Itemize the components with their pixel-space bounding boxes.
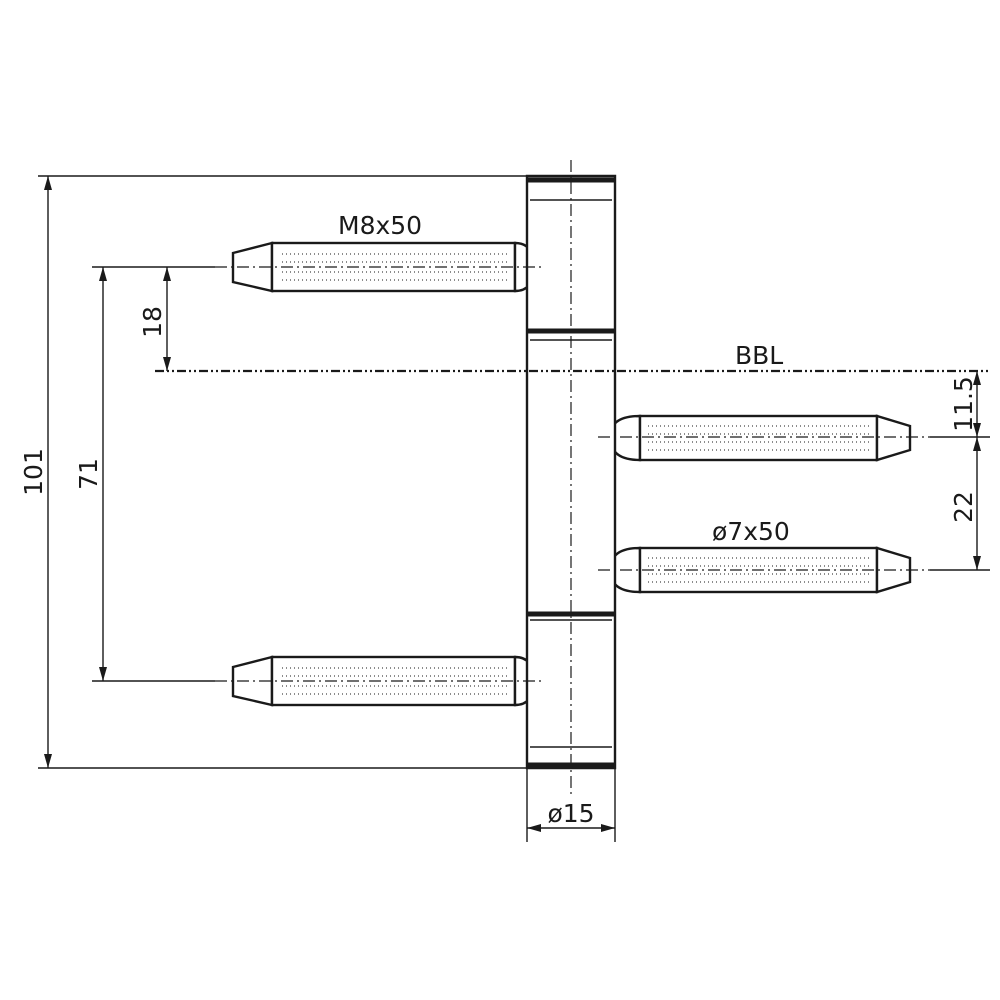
svg-text:11.5: 11.5 bbox=[949, 376, 978, 432]
dimension-bbl-to-upper-pin: 11.5 bbox=[949, 371, 981, 437]
svg-text:ø15: ø15 bbox=[547, 799, 594, 828]
svg-text:101: 101 bbox=[19, 448, 48, 496]
upper-dowel-pin bbox=[608, 414, 912, 462]
svg-text:71: 71 bbox=[74, 458, 103, 490]
dowel-pin-label: ø7x50 bbox=[712, 517, 790, 546]
svg-text:22: 22 bbox=[949, 491, 978, 523]
dimension-top-pin-to-bbl: 18 bbox=[138, 267, 171, 371]
dimension-barrel-diameter: ø15 bbox=[527, 799, 615, 832]
screw-pin-label: M8x50 bbox=[338, 211, 422, 240]
dimension-overall-height: 101 bbox=[19, 176, 52, 768]
svg-text:18: 18 bbox=[138, 306, 167, 338]
extension-lines bbox=[38, 175, 990, 842]
center-lines bbox=[215, 160, 930, 795]
dimension-lower-pin-spacing: 22 bbox=[949, 437, 981, 570]
bbl-label: BBL bbox=[735, 341, 783, 370]
dimension-pin-spacing: 71 bbox=[74, 267, 107, 681]
